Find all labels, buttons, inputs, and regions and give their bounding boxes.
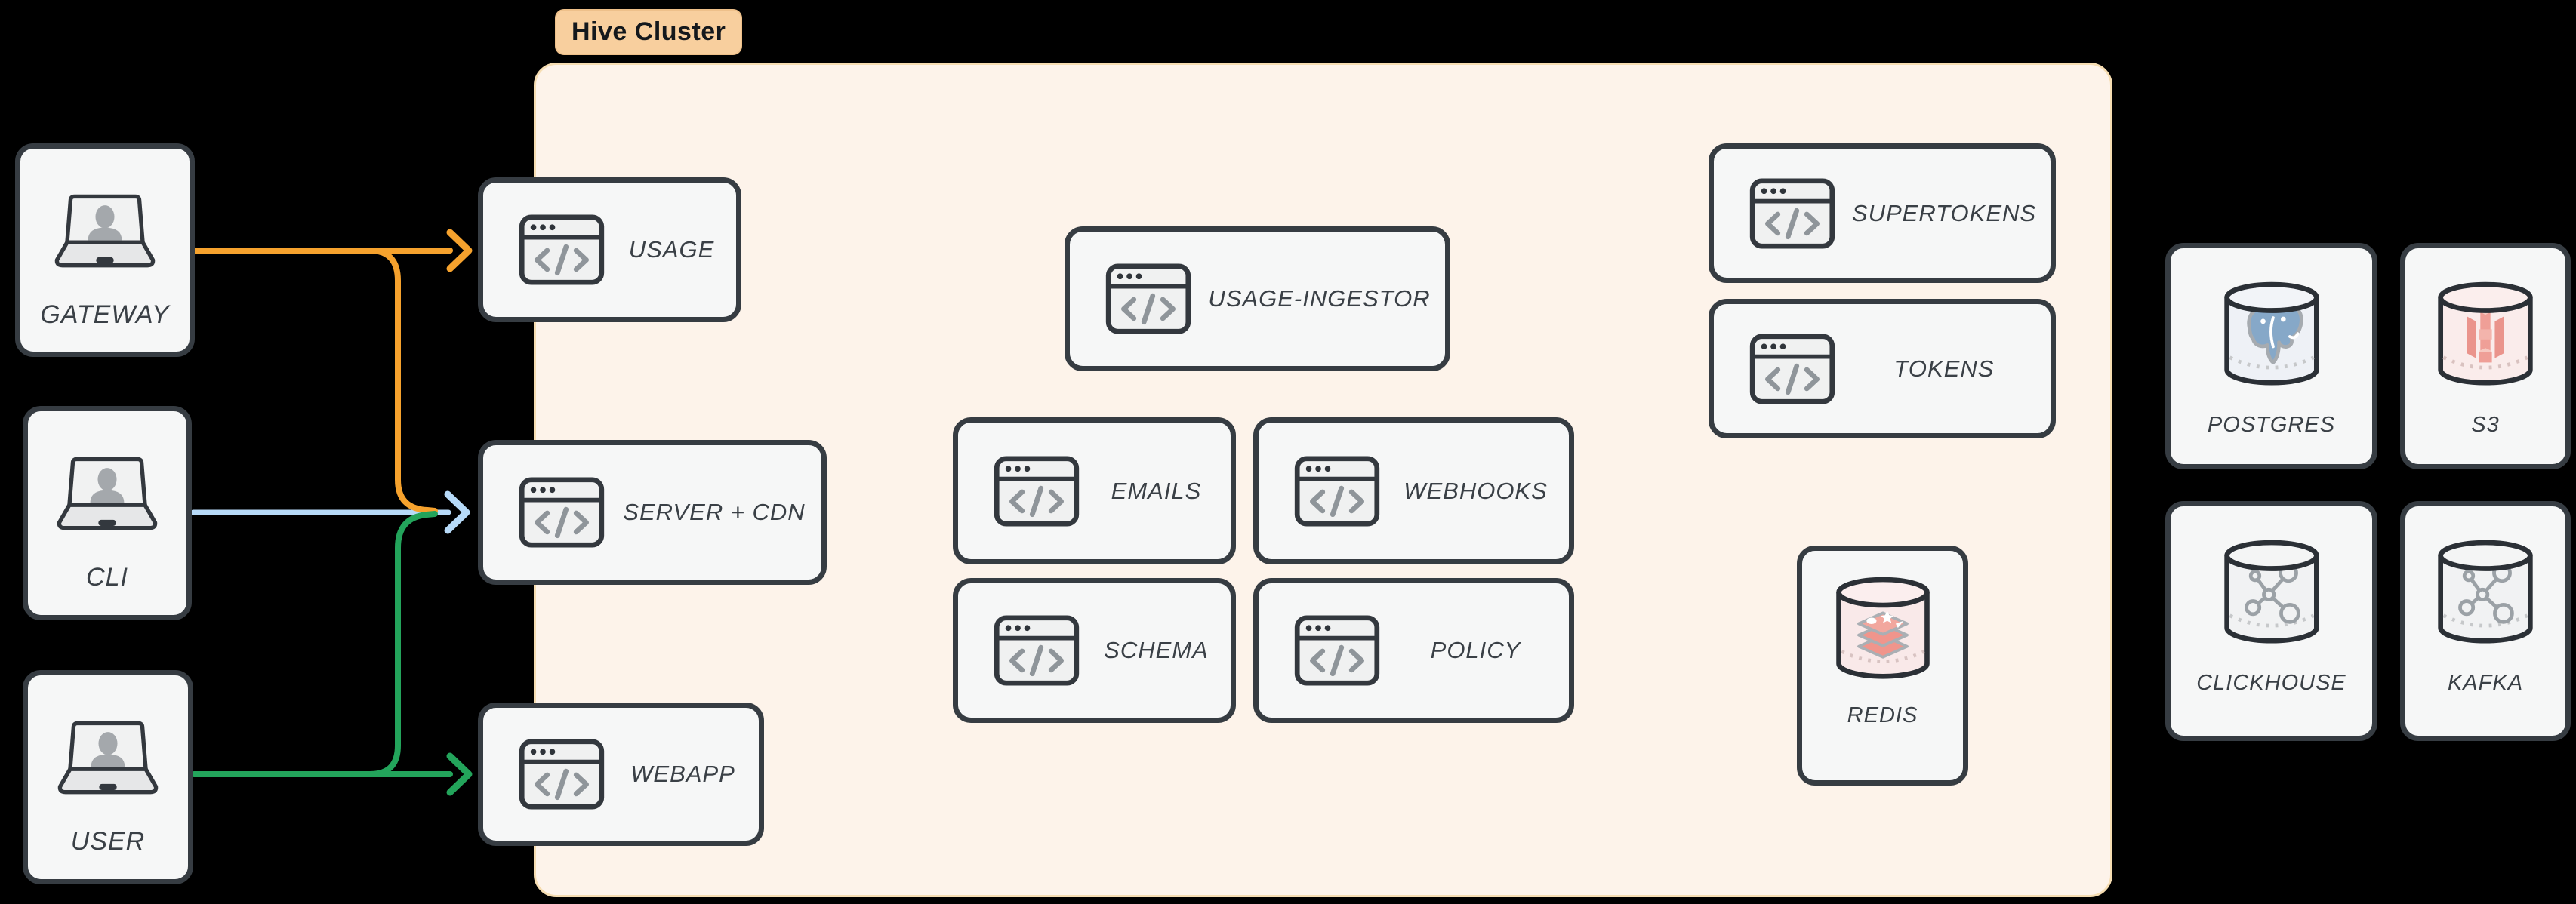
edge-user-servercdn — [367, 511, 438, 777]
client-label: USER — [70, 827, 146, 856]
db-label: REDIS — [1847, 703, 1918, 727]
code-window-icon — [991, 614, 1082, 687]
service-box-webapp: WEBAPP — [478, 703, 764, 846]
code-window-icon — [1747, 333, 1838, 405]
arrowhead-webapp — [446, 752, 473, 796]
service-box-server-cdn: SERVER + CDN — [478, 440, 827, 585]
code-window-icon — [1103, 263, 1194, 335]
kafka-db-icon — [2435, 540, 2536, 648]
s3-db-icon — [2435, 281, 2536, 390]
service-box-usage: USAGE — [478, 177, 741, 322]
db-box-postgres: POSTGRES — [2165, 243, 2377, 469]
laptop-user-icon — [50, 455, 165, 533]
db-box-redis: REDIS — [1797, 546, 1968, 786]
db-label: CLICKHOUSE — [2196, 671, 2346, 695]
hive-cluster-tag: Hive Cluster — [555, 9, 743, 55]
service-box-tokens: TOKENS — [1709, 299, 2056, 438]
service-box-policy: POLICY — [1253, 578, 1574, 723]
client-label: CLI — [86, 563, 128, 592]
service-box-supertokens: SUPERTOKENS — [1709, 143, 2056, 283]
service-box-schema: SCHEMA — [953, 578, 1236, 723]
code-window-icon — [991, 455, 1082, 527]
service-label: SERVER + CDN — [623, 499, 806, 525]
redis-db-icon — [1833, 577, 1933, 684]
service-label: USAGE — [628, 236, 715, 263]
code-window-icon — [1292, 455, 1382, 527]
service-label: EMAILS — [1111, 477, 1202, 504]
arrowhead-usage — [446, 229, 473, 272]
service-label: SCHEMA — [1104, 637, 1209, 663]
service-box-webhooks: WEBHOOKS — [1253, 417, 1574, 564]
service-label: POLICY — [1430, 637, 1521, 663]
service-label: SUPERTOKENS — [1851, 199, 2037, 226]
code-window-icon — [516, 476, 607, 549]
code-window-icon — [516, 214, 607, 286]
db-label: POSTGRES — [2207, 413, 2336, 437]
db-label: KAFKA — [2447, 671, 2524, 695]
service-label: TOKENS — [1893, 355, 1995, 382]
laptop-user-icon — [48, 192, 162, 270]
client-box-user: USER — [23, 670, 193, 884]
code-window-icon — [516, 738, 607, 810]
service-label: WEBAPP — [630, 761, 735, 787]
code-window-icon — [1747, 177, 1838, 250]
edge-gateway-servercdn — [367, 248, 438, 514]
service-label: WEBHOOKS — [1404, 477, 1548, 504]
service-box-emails: EMAILS — [953, 417, 1236, 564]
code-window-icon — [1292, 614, 1382, 687]
postgres-db-icon — [2221, 281, 2322, 390]
clickhouse-db-icon — [2221, 540, 2322, 648]
db-box-s3: S3 — [2400, 243, 2571, 469]
laptop-user-icon — [51, 719, 165, 797]
client-box-gateway: GATEWAY — [15, 143, 195, 357]
service-box-usage-ingestor: USAGE-INGESTOR — [1065, 226, 1450, 371]
client-box-cli: CLI — [23, 406, 192, 620]
db-box-clickhouse: CLICKHOUSE — [2165, 501, 2377, 741]
db-box-kafka: KAFKA — [2400, 501, 2571, 741]
db-label: S3 — [2471, 413, 2500, 437]
arrowhead-servercdn — [444, 490, 470, 534]
client-label: GATEWAY — [40, 300, 170, 329]
service-label: USAGE-INGESTOR — [1208, 285, 1431, 312]
